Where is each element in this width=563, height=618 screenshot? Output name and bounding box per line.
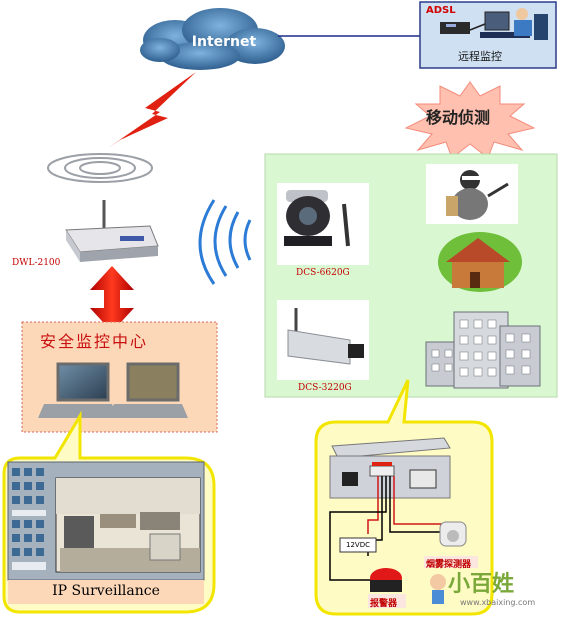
router-model-label: DWL-2100 <box>12 258 61 268</box>
surveillance-label: IP Surveillance <box>52 583 160 599</box>
access-point-icon <box>65 200 159 262</box>
motion-detection-label: 移动侦测 <box>426 108 491 127</box>
smoke-detector-label: 烟雾探测器 <box>426 560 472 570</box>
alarm-label: 报警器 <box>370 599 398 609</box>
office-scene <box>56 478 200 572</box>
power-voltage-label: 12VDC <box>346 541 370 549</box>
wireless-lightning-icon <box>108 72 196 148</box>
alarm-label-bg <box>368 594 406 608</box>
security-center-title: 安全监控中心 <box>40 332 149 351</box>
internet-label: Internet <box>191 34 257 50</box>
motion-detection-burst <box>404 81 536 159</box>
house-icon <box>438 232 522 292</box>
workstation-icon <box>38 362 188 418</box>
remote-operator-icon <box>440 8 548 40</box>
fixed-camera-icon <box>287 308 364 365</box>
detector-label-bg <box>424 556 478 568</box>
smoke-detector-icon <box>439 521 467 547</box>
wireless-signal-icon <box>198 199 252 285</box>
surveillance-caption-bar <box>8 580 204 604</box>
watermark-brand: 小百姓 <box>448 572 515 597</box>
watermark-url: www.xbaixing.com <box>460 598 536 607</box>
control-panel-grid <box>12 468 46 570</box>
camera-1-model-label: DCS-6620G <box>296 268 350 278</box>
adsl-label: ADSL <box>426 5 456 16</box>
remote-monitoring-label: 远程监控 <box>458 50 502 63</box>
mascot-icon <box>430 574 446 604</box>
burglar-icon <box>446 170 509 220</box>
office-building-icon <box>425 311 541 389</box>
wifi-waves-icon <box>47 153 153 183</box>
camera-2-model-label: DCS-3220G <box>298 383 352 393</box>
power-adapter-box <box>339 537 377 553</box>
bidirectional-arrow-icon <box>90 266 134 332</box>
internet-cloud <box>140 8 285 70</box>
ptz-camera-icon <box>284 190 350 247</box>
alarm-siren-icon <box>370 568 402 592</box>
